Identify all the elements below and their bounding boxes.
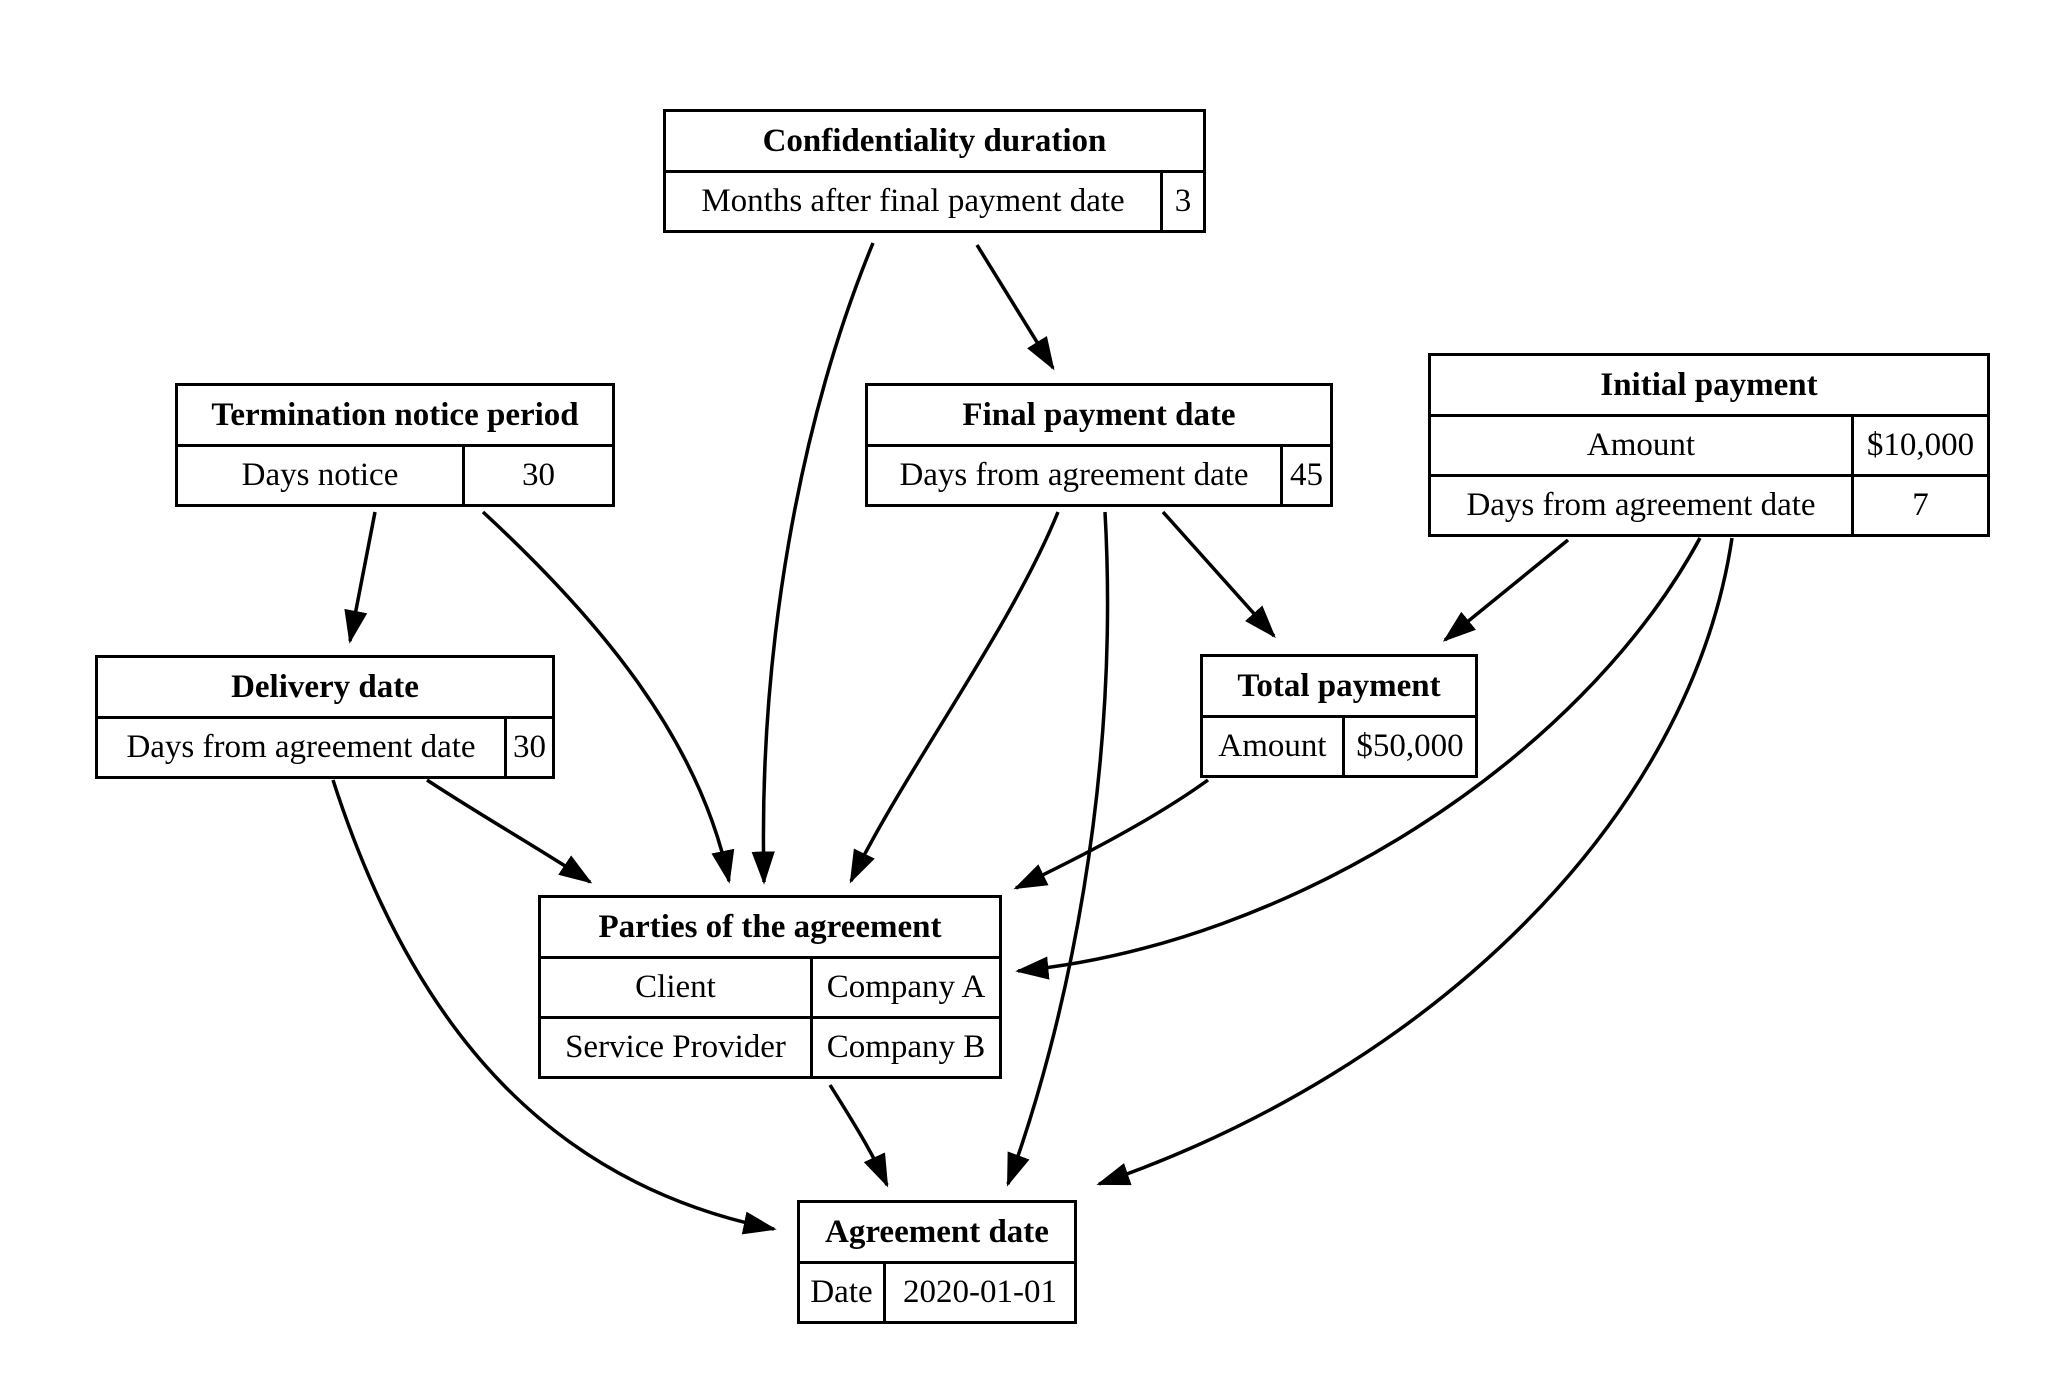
row-value: 30 xyxy=(462,447,612,504)
node-title: Parties of the agreement xyxy=(598,908,942,945)
node-title: Final payment date xyxy=(962,396,1236,433)
table-row: Days notice 30 xyxy=(178,444,612,504)
row-value: 7 xyxy=(1851,477,1987,534)
node-title: Initial payment xyxy=(1600,366,1818,403)
row-label: Client xyxy=(635,969,716,1005)
edge-confidentiality-duration-to-final-payment-date xyxy=(975,244,1055,371)
node-confidentiality-duration: Confidentiality duration Months after fi… xyxy=(663,109,1206,233)
row-value: 3 xyxy=(1160,173,1203,230)
edge-parties-of-the-agreement-to-agreement-date xyxy=(828,1084,889,1188)
table-row: Amount $10,000 xyxy=(1431,414,1987,474)
row-value: 45 xyxy=(1280,447,1330,504)
table-row: Date 2020-01-01 xyxy=(800,1261,1074,1321)
row-label: Months after final payment date xyxy=(701,183,1125,219)
row-label: Service Provider xyxy=(565,1029,786,1065)
node-parties-of-the-agreement: Parties of the agreement Client Company … xyxy=(538,895,1002,1079)
row-value: $50,000 xyxy=(1342,718,1475,775)
row-label: Days from agreement date xyxy=(1466,487,1816,523)
node-final-payment-date: Final payment date Days from agreement d… xyxy=(865,383,1333,507)
node-delivery-date: Delivery date Days from agreement date 3… xyxy=(95,655,555,779)
row-label: Days from agreement date xyxy=(899,457,1249,493)
row-label: Amount xyxy=(1218,728,1327,764)
node-initial-payment: Initial payment Amount $10,000 Days from… xyxy=(1428,353,1990,537)
node-agreement-date: Agreement date Date 2020-01-01 xyxy=(797,1200,1077,1324)
edge-final-payment-date-to-parties-of-the-agreement xyxy=(849,511,1060,884)
edge-termination-notice-period-to-delivery-date xyxy=(344,511,377,644)
edge-initial-payment-to-total-payment xyxy=(1442,538,1570,642)
edge-confidentiality-duration-to-parties-of-the-agreement xyxy=(751,242,875,885)
node-title: Termination notice period xyxy=(211,396,579,433)
edge-final-payment-date-to-agreement-date xyxy=(1006,511,1110,1187)
edge-delivery-date-to-parties-of-the-agreement xyxy=(426,778,593,884)
table-row: Months after final payment date 3 xyxy=(666,170,1203,230)
node-termination-notice-period: Termination notice period Days notice 30 xyxy=(175,383,615,507)
row-label: Days from agreement date xyxy=(126,729,476,765)
node-title: Delivery date xyxy=(231,668,419,705)
edge-total-payment-to-parties-of-the-agreement xyxy=(1013,778,1210,890)
row-value: 2020-01-01 xyxy=(883,1264,1074,1321)
edge-initial-payment-to-agreement-date xyxy=(1096,537,1734,1186)
row-value: Company B xyxy=(810,1019,999,1076)
node-title: Agreement date xyxy=(825,1213,1049,1250)
row-value: $10,000 xyxy=(1851,417,1987,474)
table-row: Days from agreement date 45 xyxy=(868,444,1330,504)
node-title: Confidentiality duration xyxy=(762,122,1107,159)
row-label: Amount xyxy=(1586,427,1696,463)
node-total-payment: Total payment Amount $50,000 xyxy=(1200,654,1478,778)
node-title: Total payment xyxy=(1237,667,1441,704)
table-row: Service Provider Company B xyxy=(541,1016,999,1076)
table-row: Days from agreement date 30 xyxy=(98,716,552,776)
table-row: Days from agreement date 7 xyxy=(1431,474,1987,534)
row-label: Days notice xyxy=(241,457,399,493)
edge-final-payment-date-to-total-payment xyxy=(1161,510,1276,639)
table-row: Client Company A xyxy=(541,956,999,1016)
row-value: Company A xyxy=(810,959,999,1016)
table-row: Amount $50,000 xyxy=(1203,715,1475,775)
row-value: 30 xyxy=(504,719,552,776)
row-label: Date xyxy=(810,1274,873,1310)
